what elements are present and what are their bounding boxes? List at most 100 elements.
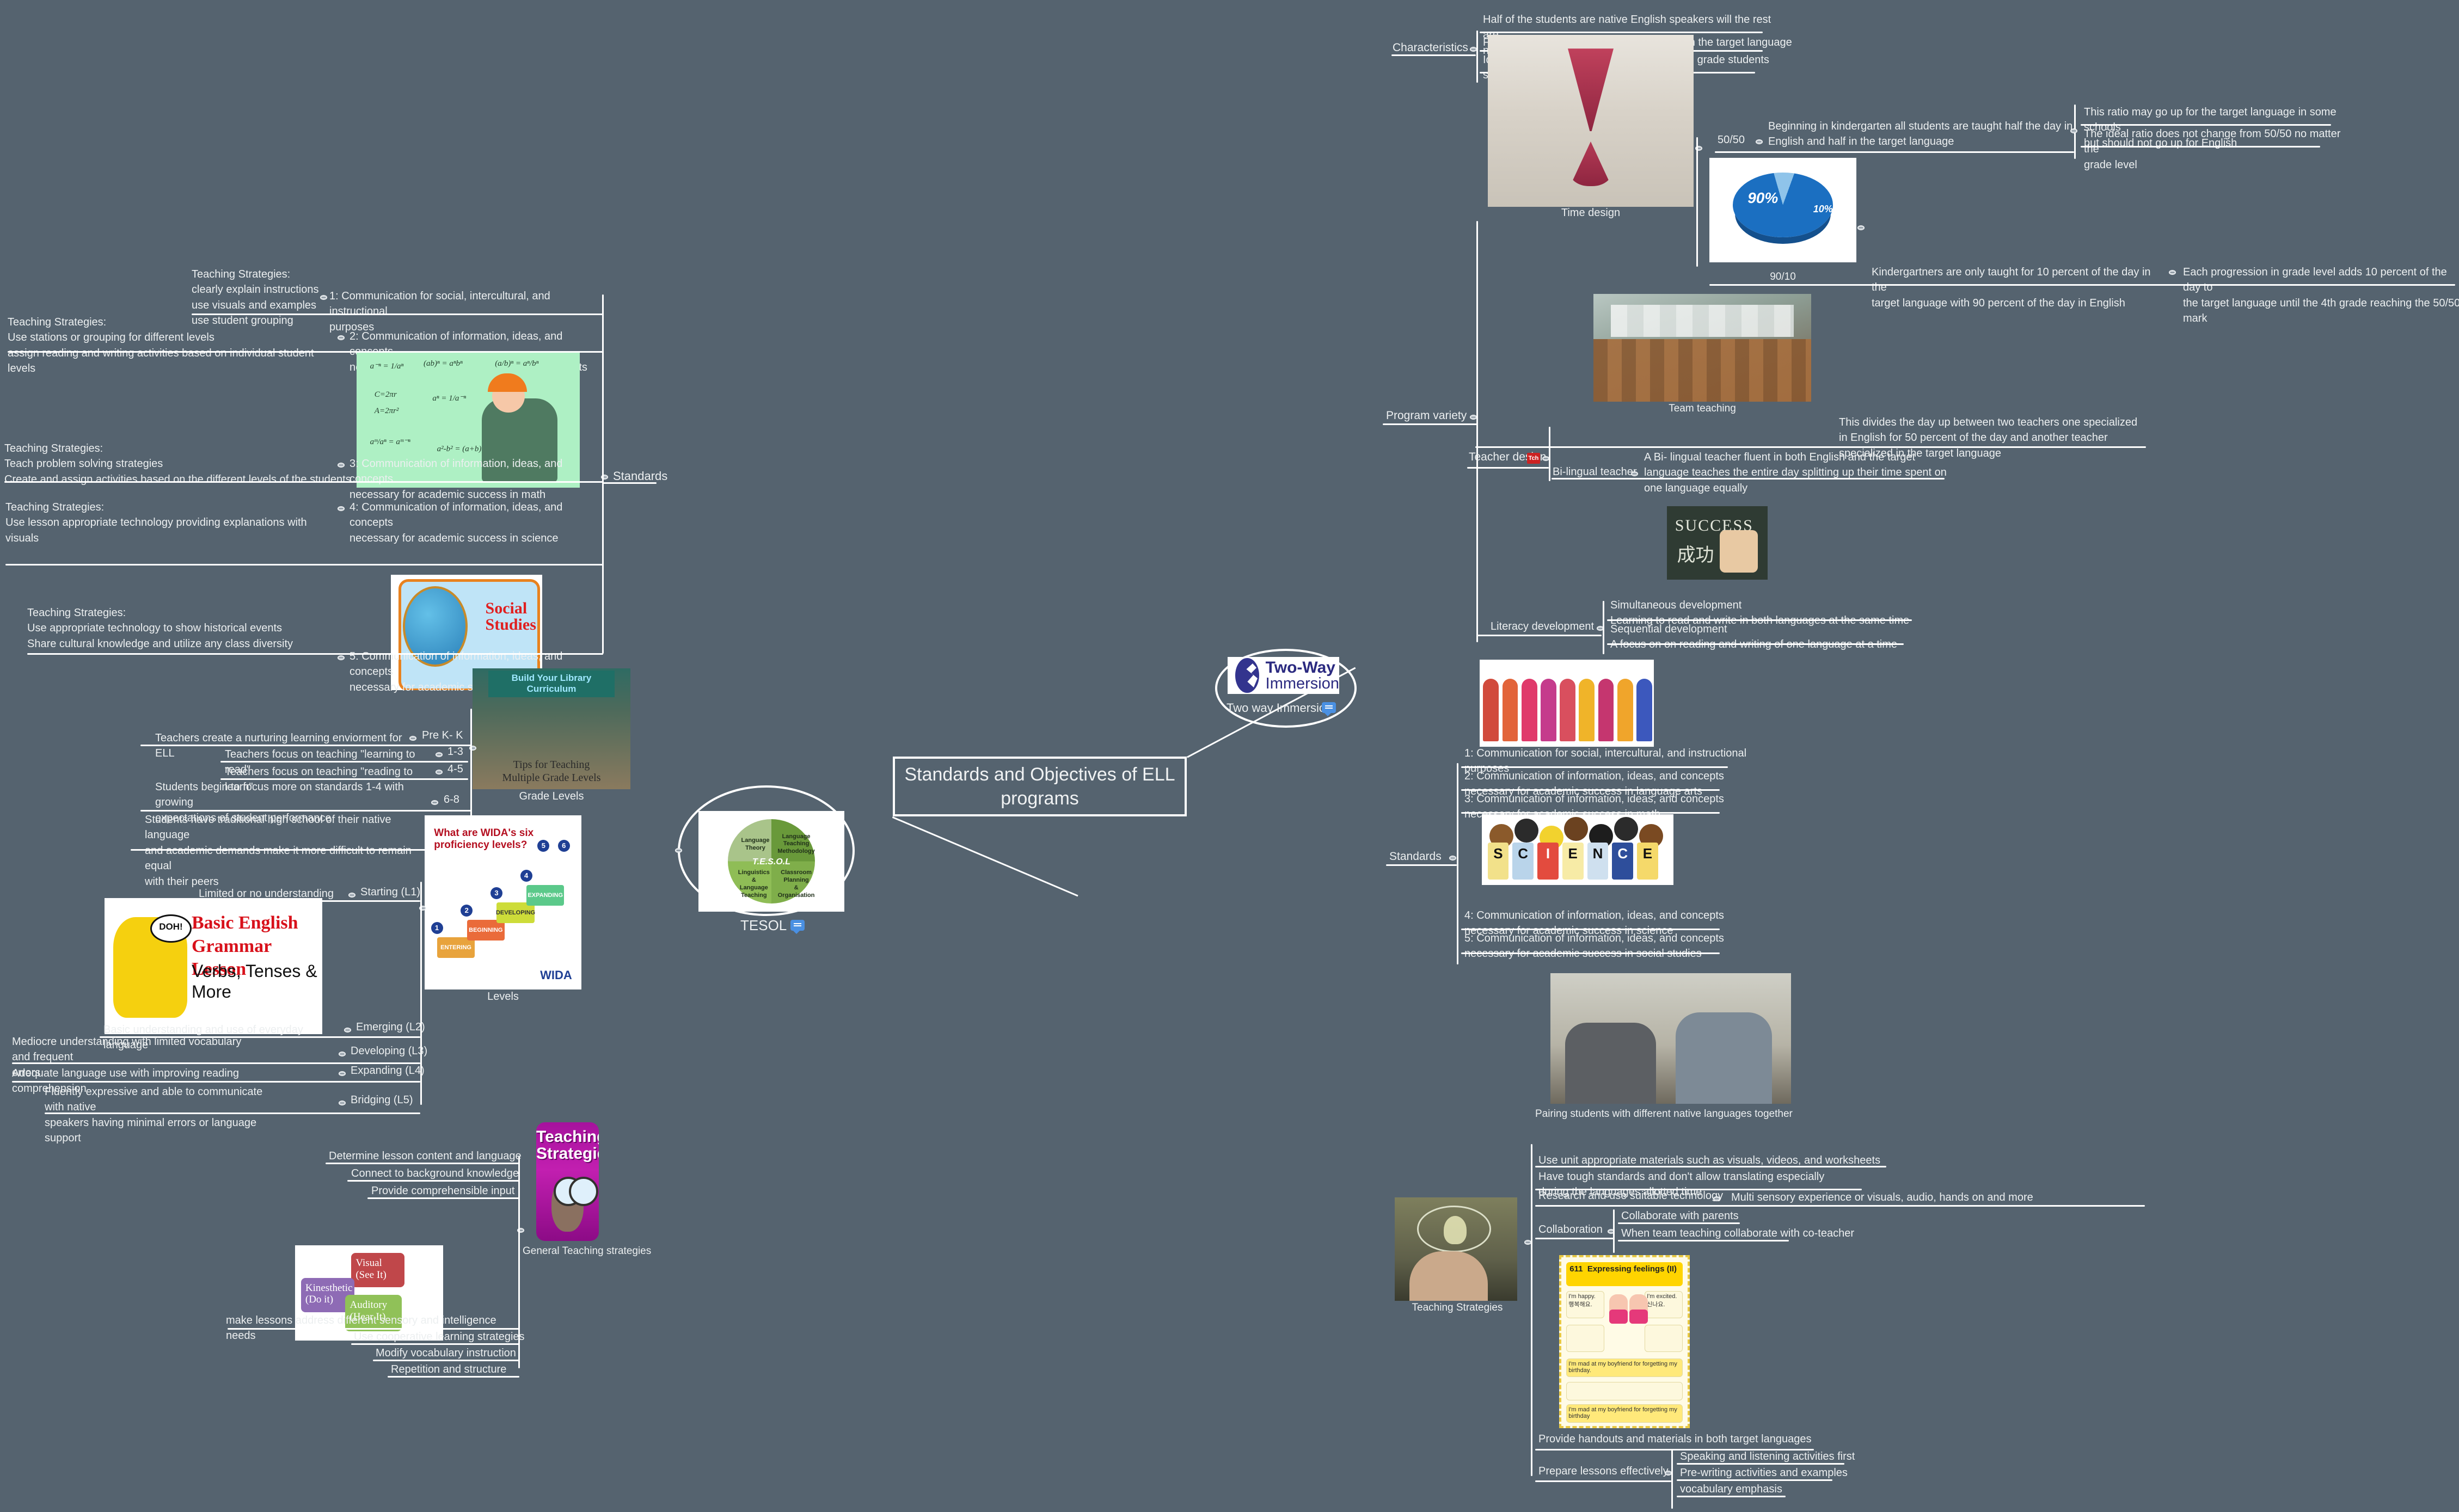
left-standard-strategy: Teaching Strategies: Use appropriate tec…: [27, 607, 293, 650]
left-standards-dot[interactable]: [601, 475, 608, 480]
grade-levels-caption: Grade Levels: [519, 790, 584, 802]
ratio-9010-underline: [1709, 284, 2455, 286]
tesol-label: TESOL: [740, 917, 787, 933]
bilingual-teacher-desc: A Bi- lingual teacher fluent in both Eng…: [1644, 451, 1947, 494]
ratio-9010-image: 90% 10%: [1709, 158, 1856, 262]
right-standards-spine: [1457, 763, 1458, 964]
note-icon[interactable]: [790, 920, 805, 934]
general-strategies-caption: General Teaching strategies: [523, 1245, 652, 1257]
left-standard-dot[interactable]: [338, 463, 345, 468]
central-topic[interactable]: Standards and Objectives of ELL programs: [893, 757, 1187, 816]
grade-level-value: Pre K- K: [422, 729, 463, 741]
right-standard-item: 5: Communication of information, ideas, …: [1464, 932, 1724, 960]
grade-level-dot[interactable]: [436, 770, 443, 775]
left-standard-strategy: Teaching Strategies: Use stations or gro…: [8, 316, 314, 375]
library-banner: Build Your Library Curriculum: [488, 671, 615, 698]
grade-levels-dot[interactable]: [469, 746, 476, 751]
level-dot[interactable]: [339, 1052, 346, 1056]
connector-central-tesol: [892, 816, 1078, 897]
ratio-5050-sub-dot[interactable]: [2070, 128, 2077, 133]
note-icon[interactable]: [1322, 702, 1336, 716]
two-way-immersion-label: Two way Immersion: [1227, 701, 1333, 715]
collaboration-item: Collaborate with parents: [1621, 1210, 1739, 1222]
ratio-5050-underline: [1715, 151, 2074, 153]
level-underline: [45, 1113, 420, 1114]
grade-level-underline: [140, 810, 471, 812]
teacher-design-spine: [1549, 427, 1550, 481]
korean-title: Expressing feelings (II): [1587, 1264, 1677, 1274]
general-strategy-underline: [228, 1328, 519, 1330]
ratio-9010-dot[interactable]: [1857, 225, 1865, 230]
left-standard-underline: [192, 314, 603, 315]
level-dot[interactable]: [348, 893, 355, 898]
grade-level-value: 1-3: [447, 746, 463, 758]
ratio-5050-dot[interactable]: [1756, 139, 1763, 144]
left-standard-underline: [27, 653, 603, 655]
level-desc: Limited or no understanding: [199, 888, 334, 900]
general-strategy-item: Modify vocabulary instruction: [376, 1347, 516, 1359]
teaching-strategies-spine: [1531, 1144, 1532, 1476]
ratio-9010-sub-dot[interactable]: [2169, 270, 2176, 275]
general-strategy-item: Determine lesson content and language: [329, 1150, 522, 1162]
left-standard-dot[interactable]: [338, 655, 345, 660]
characteristics-underline: [1391, 54, 1476, 56]
general-strategy-underline: [373, 1360, 519, 1361]
literacy-development-underline: [1476, 635, 1602, 636]
korean-number: 611: [1569, 1264, 1583, 1274]
left-standard-dot[interactable]: [320, 295, 327, 300]
levels-image: What are WIDA's six proficiency levels? …: [425, 815, 581, 989]
technology-dot[interactable]: [1713, 1196, 1720, 1201]
collaboration-item-underline: [1618, 1240, 1789, 1241]
ratio-sub-underline: [2081, 124, 2331, 126]
bilingual-teacher-dot[interactable]: [1631, 471, 1638, 476]
tesol-collapse-dot[interactable]: [675, 848, 682, 853]
two-way-immersion-node[interactable]: [1215, 649, 1357, 728]
general-strategies-dot[interactable]: [517, 1228, 524, 1233]
team-teaching-image: [1593, 294, 1811, 402]
right-standard-item: 4: Communication of information, ideas, …: [1464, 909, 1724, 937]
wida-logo: WIDA: [540, 968, 572, 982]
literacy-item-underline: [1607, 643, 1904, 645]
science-image: S C I E N C E: [1482, 814, 1673, 885]
grade-level-underline: [220, 761, 468, 763]
prepare-item: vocabulary emphasis: [1680, 1483, 1782, 1495]
characteristics-label: Characteristics: [1393, 41, 1468, 54]
grade-level-dot[interactable]: [409, 736, 416, 741]
right-standards-dot[interactable]: [1449, 856, 1456, 861]
characteristic-underline: [1480, 32, 1763, 33]
collaboration-item-underline: [1618, 1222, 1740, 1224]
pie-10-label: 10%: [1813, 204, 1833, 215]
general-strategy-item: Repetition and structure: [391, 1363, 507, 1375]
prepare-item-underline: [1677, 1479, 1832, 1481]
grade-level-dot[interactable]: [436, 752, 443, 757]
right-standard-underline: [1461, 952, 1720, 954]
collaboration-underline: [1535, 1238, 1614, 1239]
grade-level-value: 6-8: [444, 794, 459, 806]
level-dot[interactable]: [339, 1071, 346, 1076]
right-standard-item: 2: Communication of information, ideas, …: [1464, 770, 1724, 798]
level-dot[interactable]: [339, 1101, 346, 1105]
level-underline: [100, 1036, 420, 1038]
level-dot[interactable]: [344, 1028, 351, 1032]
grade-level-desc: Teachers create a nurturing learning env…: [155, 732, 402, 760]
technology-label: Research and use suitable technology: [1538, 1190, 1724, 1202]
grade-level-underline: [140, 745, 471, 746]
grade-level-desc: Teachers focus on teaching "learning to …: [225, 748, 415, 776]
teaching-strategies-caption: Teaching Strategies: [1412, 1302, 1503, 1313]
level-desc: Adequate language use with improving rea…: [12, 1067, 239, 1095]
grade-level-desc: Students have traditional high school of…: [145, 814, 412, 888]
levels-dot[interactable]: [419, 906, 426, 911]
program-variety-label: Program variety: [1386, 409, 1467, 422]
grade-level-dot[interactable]: [431, 800, 438, 805]
prepare-item-underline: [1677, 1463, 1844, 1465]
time-design-dot[interactable]: [1695, 146, 1702, 151]
left-standard-dot[interactable]: [338, 335, 345, 340]
team-teaching-desc: This divides the day up between two teac…: [1839, 416, 2138, 459]
technology-underline: [1535, 1205, 2145, 1207]
left-standard-dot[interactable]: [338, 506, 345, 511]
level-underline: [105, 900, 420, 902]
level-desc: Fluently expressive and able to communic…: [45, 1086, 263, 1145]
literacy-sub-spine: [1603, 601, 1604, 654]
